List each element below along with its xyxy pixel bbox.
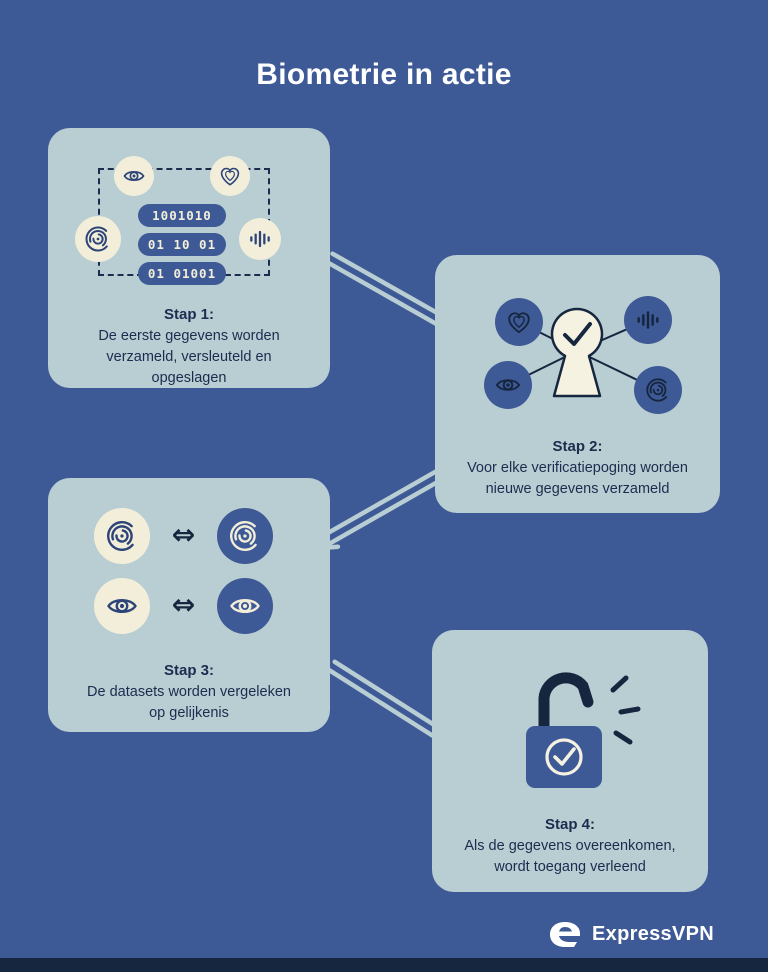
eye-icon <box>114 156 154 196</box>
step-1-description: De eerste gegevens worden verzameld, ver… <box>98 328 280 387</box>
step-4-description: Als de gegevens overeenkomen, wordt toeg… <box>464 838 676 876</box>
fingerprint-icon <box>217 508 273 564</box>
voice-icon <box>239 218 281 260</box>
step-1-heading: Stap 1: <box>163 306 214 323</box>
compare-arrow-icon: ⇔ <box>171 518 196 551</box>
step-2-heading: Stap 2: <box>552 438 603 455</box>
step-3-text: Stap 3: De datasets worden vergeleken op… <box>56 662 322 724</box>
expressvpn-icon <box>550 922 581 947</box>
step-1-text: Stap 1: De eerste gegevens worden verzam… <box>56 306 322 389</box>
binary-pill: 1001010 <box>138 204 226 227</box>
fingerprint-icon <box>94 508 150 564</box>
encrypted-binary-data: 1001010 01 10 01 01 01001 <box>138 204 226 285</box>
step-1-card: 1001010 01 10 01 01 01001 Stap 1: De eer… <box>48 128 330 388</box>
binary-pill: 01 01001 <box>138 262 226 285</box>
step-3-heading: Stap 3: <box>163 662 214 679</box>
compare-arrow-icon: ⇔ <box>171 588 196 621</box>
keyhole-check-icon <box>550 307 604 398</box>
heart-icon <box>210 156 250 196</box>
step-2-card: Stap 2: Voor elke verificatiepoging word… <box>435 255 720 513</box>
emphasis-lines <box>610 675 641 745</box>
step-4-heading: Stap 4: <box>544 816 595 833</box>
step-4-card: Stap 4: Als de gegevens overeenkomen, wo… <box>432 630 708 892</box>
step-2-text: Stap 2: Voor elke verificatiepoging word… <box>443 438 712 500</box>
step-2-illustration <box>484 296 682 414</box>
step-3-description: De datasets worden vergeleken op gelijke… <box>87 684 291 722</box>
binary-pill: 01 10 01 <box>138 233 226 256</box>
fingerprint-icon <box>75 216 121 262</box>
eye-icon <box>94 578 150 634</box>
step-2-description: Voor elke verificatiepoging worden nieuw… <box>467 460 688 498</box>
step-3-card: ⇔ ⇔ Stap 3: De datasets worden vergeleke… <box>48 478 330 732</box>
expressvpn-logo: ExpressVPN <box>548 921 714 948</box>
bottom-bar <box>0 958 768 972</box>
unlocked-padlock-icon <box>526 672 641 788</box>
page-title: Biometrie in actie <box>256 58 512 92</box>
eye-icon <box>217 578 273 634</box>
brand-name: ExpressVPN <box>592 923 714 945</box>
heart-icon <box>495 298 543 346</box>
step-4-text: Stap 4: Als de gegevens overeenkomen, wo… <box>440 816 700 878</box>
